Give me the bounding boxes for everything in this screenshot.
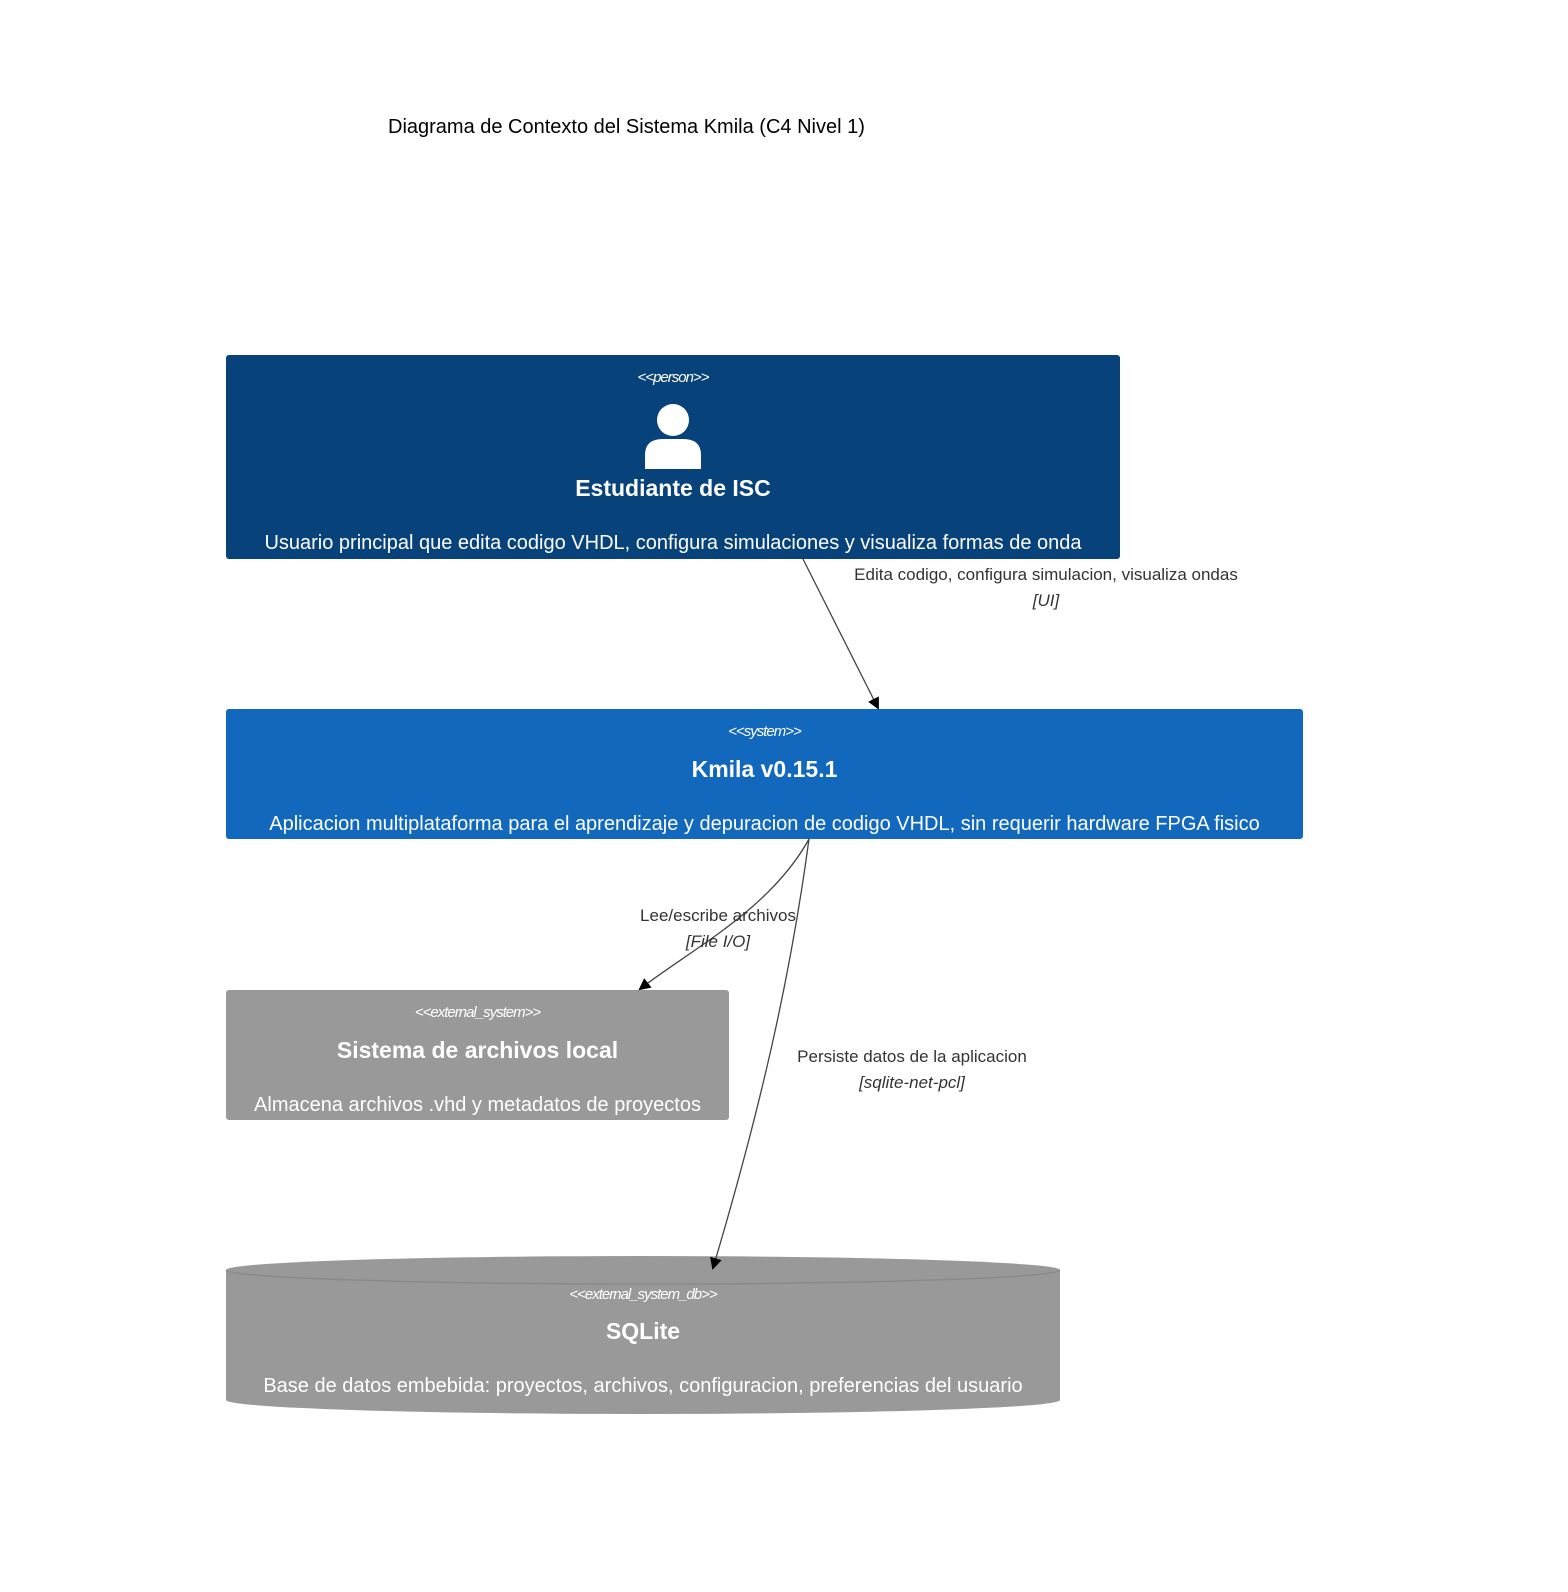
edge-label-sqlite: Persiste datos de la aplicacion [sqlite-… [772, 1044, 1052, 1096]
edge-label-technology: [UI] [1032, 591, 1060, 610]
external-node-filesystem[interactable]: <<external_system>> Sistema de archivos … [226, 990, 729, 1120]
person-icon [645, 404, 701, 469]
cylinder-db-icon [226, 1256, 1060, 1414]
external-node-database[interactable]: <<external_system_db>> SQLite Base de da… [226, 1254, 1060, 1416]
filesystem-name: Sistema de archivos local [336, 1037, 619, 1063]
edge-label-technology: [sqlite-net-pcl] [859, 1073, 965, 1092]
database-name: SQLite [605, 1318, 681, 1344]
edge-label-technology: [File I/O] [685, 932, 751, 951]
edge-label-text: Lee/escribe archivos [640, 906, 796, 925]
system-name: Kmila v0.15.1 [691, 756, 838, 782]
diagram-title: Diagrama de Contexto del Sistema Kmila (… [388, 116, 865, 138]
system-description: Aplicacion multiplataforma para el apren… [269, 813, 1260, 835]
edge-label-file-io: Lee/escribe archivos [File I/O] [618, 903, 818, 955]
edge-system-to-database[interactable] [710, 838, 810, 1270]
edge-person-to-system[interactable] [802, 558, 879, 710]
edge-label-text: Persiste datos de la aplicacion [797, 1047, 1027, 1066]
system-node-kmila[interactable]: <<system>> Kmila v0.15.1 Aplicacion mult… [226, 709, 1303, 839]
person-name: Estudiante de ISC [575, 475, 771, 501]
person-node-estudiante[interactable]: <<person>> Estudiante de ISC Usuario pri… [226, 355, 1120, 559]
edge-label-ui: Edita codigo, configura simulacion, visu… [836, 562, 1256, 614]
database-stereotype: <<external_system_db>> [569, 1286, 717, 1303]
person-description: Usuario principal que edita codigo VHDL,… [264, 532, 1082, 554]
edge-system-to-filesystem[interactable] [638, 838, 810, 991]
filesystem-stereotype: <<external_system>> [414, 1004, 541, 1021]
database-description: Base de datos embebida: proyectos, archi… [263, 1375, 1023, 1397]
filesystem-description: Almacena archivos .vhd y metadatos de pr… [254, 1094, 701, 1116]
person-stereotype: <<person>> [637, 369, 710, 386]
edge-label-text: Edita codigo, configura simulacion, visu… [854, 565, 1238, 584]
system-stereotype: <<system>> [728, 723, 802, 740]
